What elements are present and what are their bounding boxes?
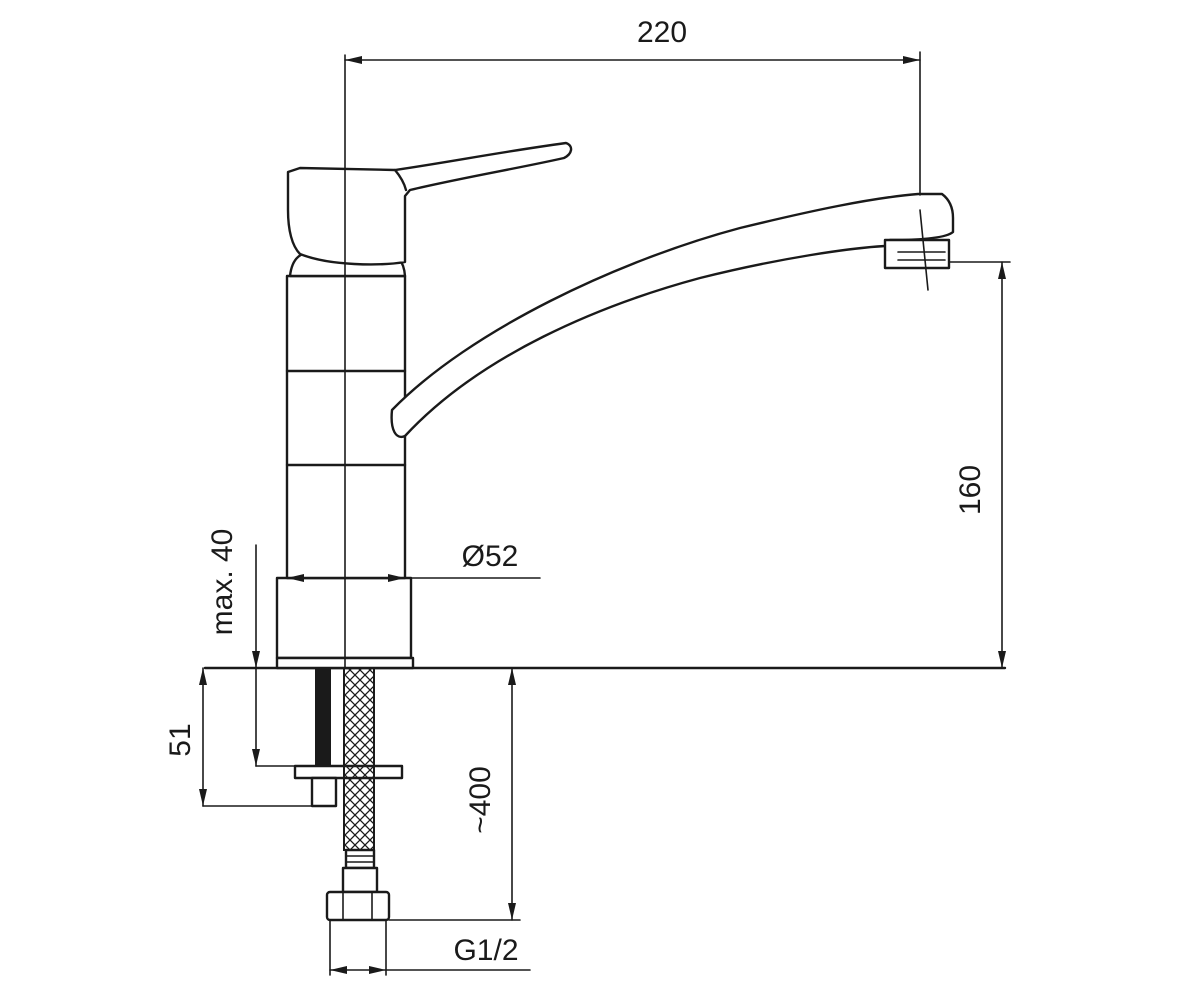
hose-ferrule: [344, 848, 376, 870]
lever-handle[interactable]: [286, 141, 573, 266]
spout-arm: [390, 192, 955, 439]
dimension-o52-label: Ø52: [462, 540, 519, 573]
dimension-max-deck-thickness: max. 40: [206, 529, 297, 767]
dimension-g12-label: G1/2: [453, 934, 518, 967]
dimension-max40-label: max. 40: [206, 529, 239, 636]
dimension-51-label: 51: [164, 723, 197, 756]
dimension-spout-height: 160: [949, 261, 1011, 669]
dimension-220-label: 220: [637, 16, 687, 49]
dimension-stud-length: 51: [164, 667, 313, 807]
dimension-400-label: ~400: [464, 766, 497, 834]
hose-connector-neck: [341, 866, 379, 894]
dimension-hose-length: ~400: [388, 667, 521, 921]
hose-hex-nut: [325, 890, 391, 922]
flex-hose: [343, 667, 375, 851]
mounting-nut: [310, 776, 338, 808]
dimension-160-label: 160: [954, 465, 987, 515]
dimension-base-diameter: Ø52: [286, 540, 541, 582]
dimension-overall-reach: 220: [344, 16, 921, 196]
mounting-hardware: [293, 667, 404, 922]
threaded-stud: [315, 668, 331, 768]
dimension-hose-connection: G1/2: [329, 919, 531, 976]
aerator: [883, 238, 951, 270]
base-collar: [275, 576, 413, 660]
column: [285, 274, 407, 580]
spout: [390, 192, 955, 439]
